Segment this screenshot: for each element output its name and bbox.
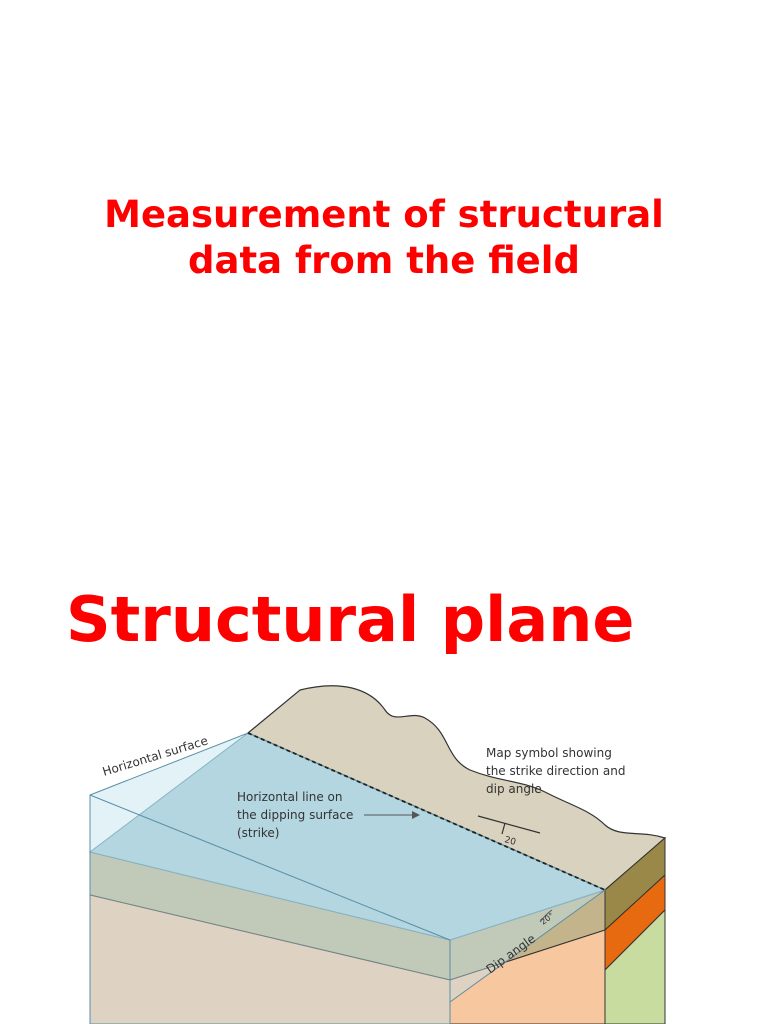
slide-title-line-2: data from the field	[188, 239, 580, 282]
map-symbol-strike	[477, 815, 541, 834]
slide-title: Measurement of structural data from the …	[0, 192, 768, 284]
structural-plane-diagram: Horizontal surface Horizontal line on th…	[88, 685, 667, 1024]
slide-title-line-1: Measurement of structural	[104, 193, 664, 236]
arrowhead-icon	[412, 811, 420, 819]
top-surface	[246, 685, 667, 891]
label-map-symbol-3: dip angle	[486, 782, 542, 796]
section-heading: Structural plane	[66, 583, 635, 656]
label-strike-2: the dipping surface	[237, 808, 353, 822]
map-symbol-dip-tick	[501, 822, 506, 835]
dip-angle-arc	[539, 909, 553, 923]
strike-line	[247, 732, 606, 891]
label-map-symbol-2: the strike direction and	[486, 764, 625, 778]
label-map-symbol-1: Map symbol showing	[486, 746, 612, 760]
label-strike-3: (strike)	[237, 826, 280, 840]
map-symbol-value: 20	[503, 835, 517, 848]
label-strike-1: Horizontal line on	[237, 790, 343, 804]
